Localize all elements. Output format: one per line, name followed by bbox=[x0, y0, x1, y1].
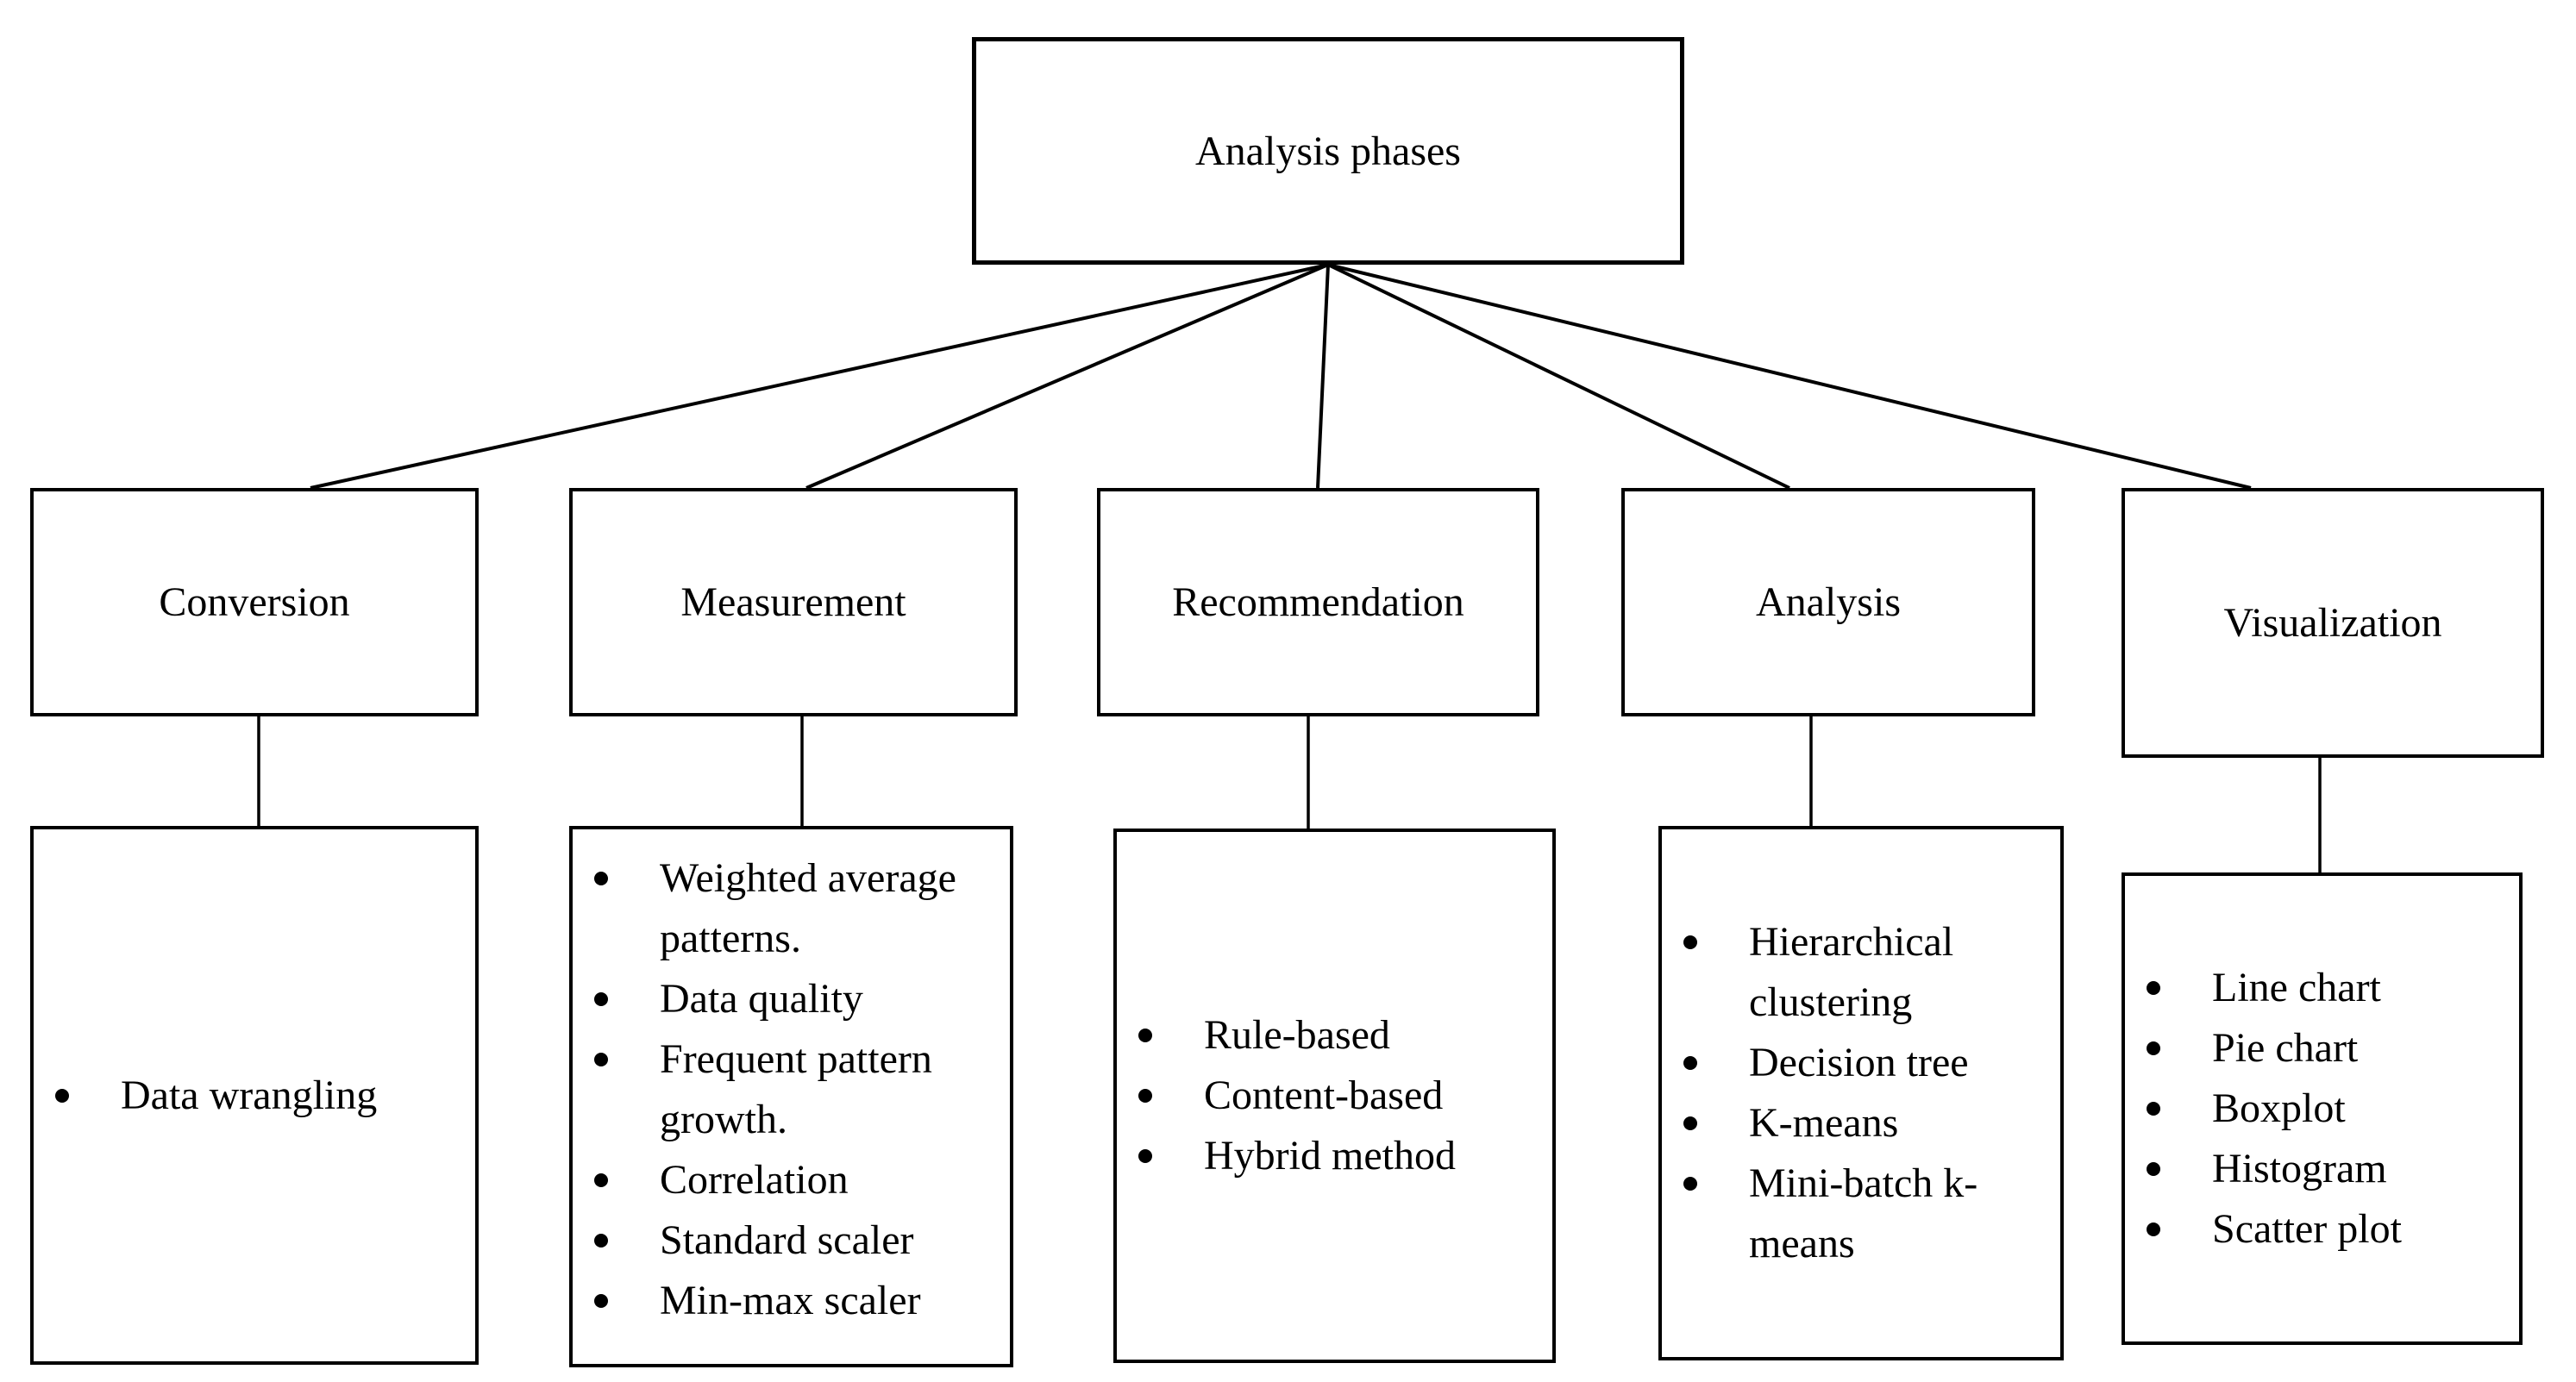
bullet-list: Rule-based Content-based Hybrid method bbox=[1117, 832, 1552, 1360]
bullet-icon bbox=[594, 1234, 608, 1248]
bullet-list: Line chart Pie chart Boxplot Histogram S… bbox=[2125, 876, 2519, 1341]
bullet-text: Hierarchical clustering bbox=[1749, 919, 1954, 1025]
list-item: Data quality bbox=[573, 969, 1010, 1029]
list-item: Hybrid method bbox=[1117, 1126, 1552, 1186]
bullet-icon bbox=[2147, 1102, 2160, 1116]
connector-root-to-recommendation bbox=[1316, 264, 1330, 489]
list-item: Decision tree bbox=[1662, 1033, 2060, 1093]
bullet-text: Standard scaler bbox=[660, 1217, 914, 1263]
branch-label: Recommendation bbox=[1172, 579, 1464, 625]
bullet-text: Mini-batch k-means bbox=[1749, 1160, 1978, 1266]
list-item: Weighted average patterns. bbox=[573, 848, 1010, 969]
leaf-conversion: Data wrangling bbox=[30, 826, 479, 1365]
node-visualization: Visualization bbox=[2122, 488, 2544, 758]
list-item: Hierarchical clustering bbox=[1662, 912, 2060, 1033]
bullet-icon bbox=[1138, 1149, 1152, 1163]
bullet-text: K-means bbox=[1749, 1100, 1899, 1146]
bullet-icon bbox=[594, 872, 608, 885]
bullet-icon bbox=[1138, 1089, 1152, 1103]
bullet-text: Hybrid method bbox=[1204, 1133, 1456, 1179]
bullet-text: Frequent pattern growth. bbox=[660, 1036, 932, 1142]
bullet-icon bbox=[594, 1294, 608, 1308]
branch-label: Visualization bbox=[2223, 600, 2442, 646]
bullet-icon bbox=[594, 992, 608, 1006]
branch-label: Analysis bbox=[1756, 579, 1901, 625]
list-item: Pie chart bbox=[2125, 1018, 2519, 1079]
node-recommendation: Recommendation bbox=[1097, 488, 1539, 716]
connector-root-to-measurement bbox=[805, 263, 1329, 490]
bullet-text: Min-max scaler bbox=[660, 1278, 921, 1323]
bullet-icon bbox=[594, 1173, 608, 1187]
list-item: K-means bbox=[1662, 1093, 2060, 1154]
bullet-icon bbox=[594, 1053, 608, 1066]
bullet-icon bbox=[2147, 981, 2160, 995]
connector-root-to-visualization bbox=[1327, 263, 2252, 490]
bullet-text: Rule-based bbox=[1204, 1012, 1390, 1058]
bullet-icon bbox=[1683, 935, 1697, 949]
bullet-icon bbox=[1138, 1029, 1152, 1042]
bullet-icon bbox=[55, 1088, 69, 1103]
bullet-text: Line chart bbox=[2212, 965, 2381, 1010]
list-item: Rule-based bbox=[1117, 1005, 1552, 1066]
bullet-icon bbox=[2147, 1041, 2160, 1055]
leaf-visualization: Line chart Pie chart Boxplot Histogram S… bbox=[2122, 872, 2523, 1345]
list-item: Data wrangling bbox=[34, 1066, 475, 1126]
bullet-icon bbox=[1683, 1116, 1697, 1130]
bullet-text: Correlation bbox=[660, 1157, 849, 1203]
bullet-text: Data quality bbox=[660, 976, 863, 1022]
bullet-icon bbox=[1683, 1177, 1697, 1191]
list-item: Histogram bbox=[2125, 1139, 2519, 1199]
list-item: Content-based bbox=[1117, 1066, 1552, 1126]
list-item: Min-max scaler bbox=[573, 1271, 1010, 1331]
bullet-list: Hierarchical clustering Decision tree K-… bbox=[1662, 829, 2060, 1357]
bullet-list: Data wrangling bbox=[34, 829, 475, 1361]
bullet-text: Decision tree bbox=[1749, 1040, 1969, 1085]
bullet-list: Weighted average patterns. Data quality … bbox=[573, 829, 1010, 1364]
bullet-text: Content-based bbox=[1204, 1072, 1444, 1118]
bullet-text: Pie chart bbox=[2212, 1025, 2359, 1071]
list-item: Mini-batch k-means bbox=[1662, 1154, 2060, 1274]
leaf-measurement: Weighted average patterns. Data quality … bbox=[569, 826, 1013, 1367]
bullet-text: Data wrangling bbox=[121, 1072, 378, 1118]
branch-label: Measurement bbox=[680, 579, 906, 625]
list-item: Boxplot bbox=[2125, 1079, 2519, 1139]
leaf-analysis: Hierarchical clustering Decision tree K-… bbox=[1658, 826, 2064, 1360]
list-item: Correlation bbox=[573, 1150, 1010, 1210]
connector-root-to-analysis bbox=[1327, 263, 1790, 490]
branch-label: Conversion bbox=[159, 579, 350, 625]
connector-root-to-conversion bbox=[310, 263, 1329, 490]
bullet-text: Boxplot bbox=[2212, 1085, 2346, 1131]
list-item: Line chart bbox=[2125, 958, 2519, 1018]
bullet-text: Scatter plot bbox=[2212, 1206, 2402, 1252]
leaf-recommendation: Rule-based Content-based Hybrid method bbox=[1113, 829, 1556, 1363]
node-measurement: Measurement bbox=[569, 488, 1018, 716]
list-item: Standard scaler bbox=[573, 1210, 1010, 1271]
root-label: Analysis phases bbox=[1195, 128, 1461, 174]
bullet-text: Histogram bbox=[2212, 1146, 2387, 1191]
list-item: Scatter plot bbox=[2125, 1199, 2519, 1260]
bullet-text: Weighted average patterns. bbox=[660, 855, 956, 961]
bullet-icon bbox=[2147, 1162, 2160, 1176]
bullet-icon bbox=[1683, 1056, 1697, 1070]
bullet-icon bbox=[2147, 1223, 2160, 1236]
node-conversion: Conversion bbox=[30, 488, 479, 716]
node-analysis: Analysis bbox=[1621, 488, 2035, 716]
list-item: Frequent pattern growth. bbox=[573, 1029, 1010, 1150]
node-analysis-phases: Analysis phases bbox=[972, 37, 1684, 265]
